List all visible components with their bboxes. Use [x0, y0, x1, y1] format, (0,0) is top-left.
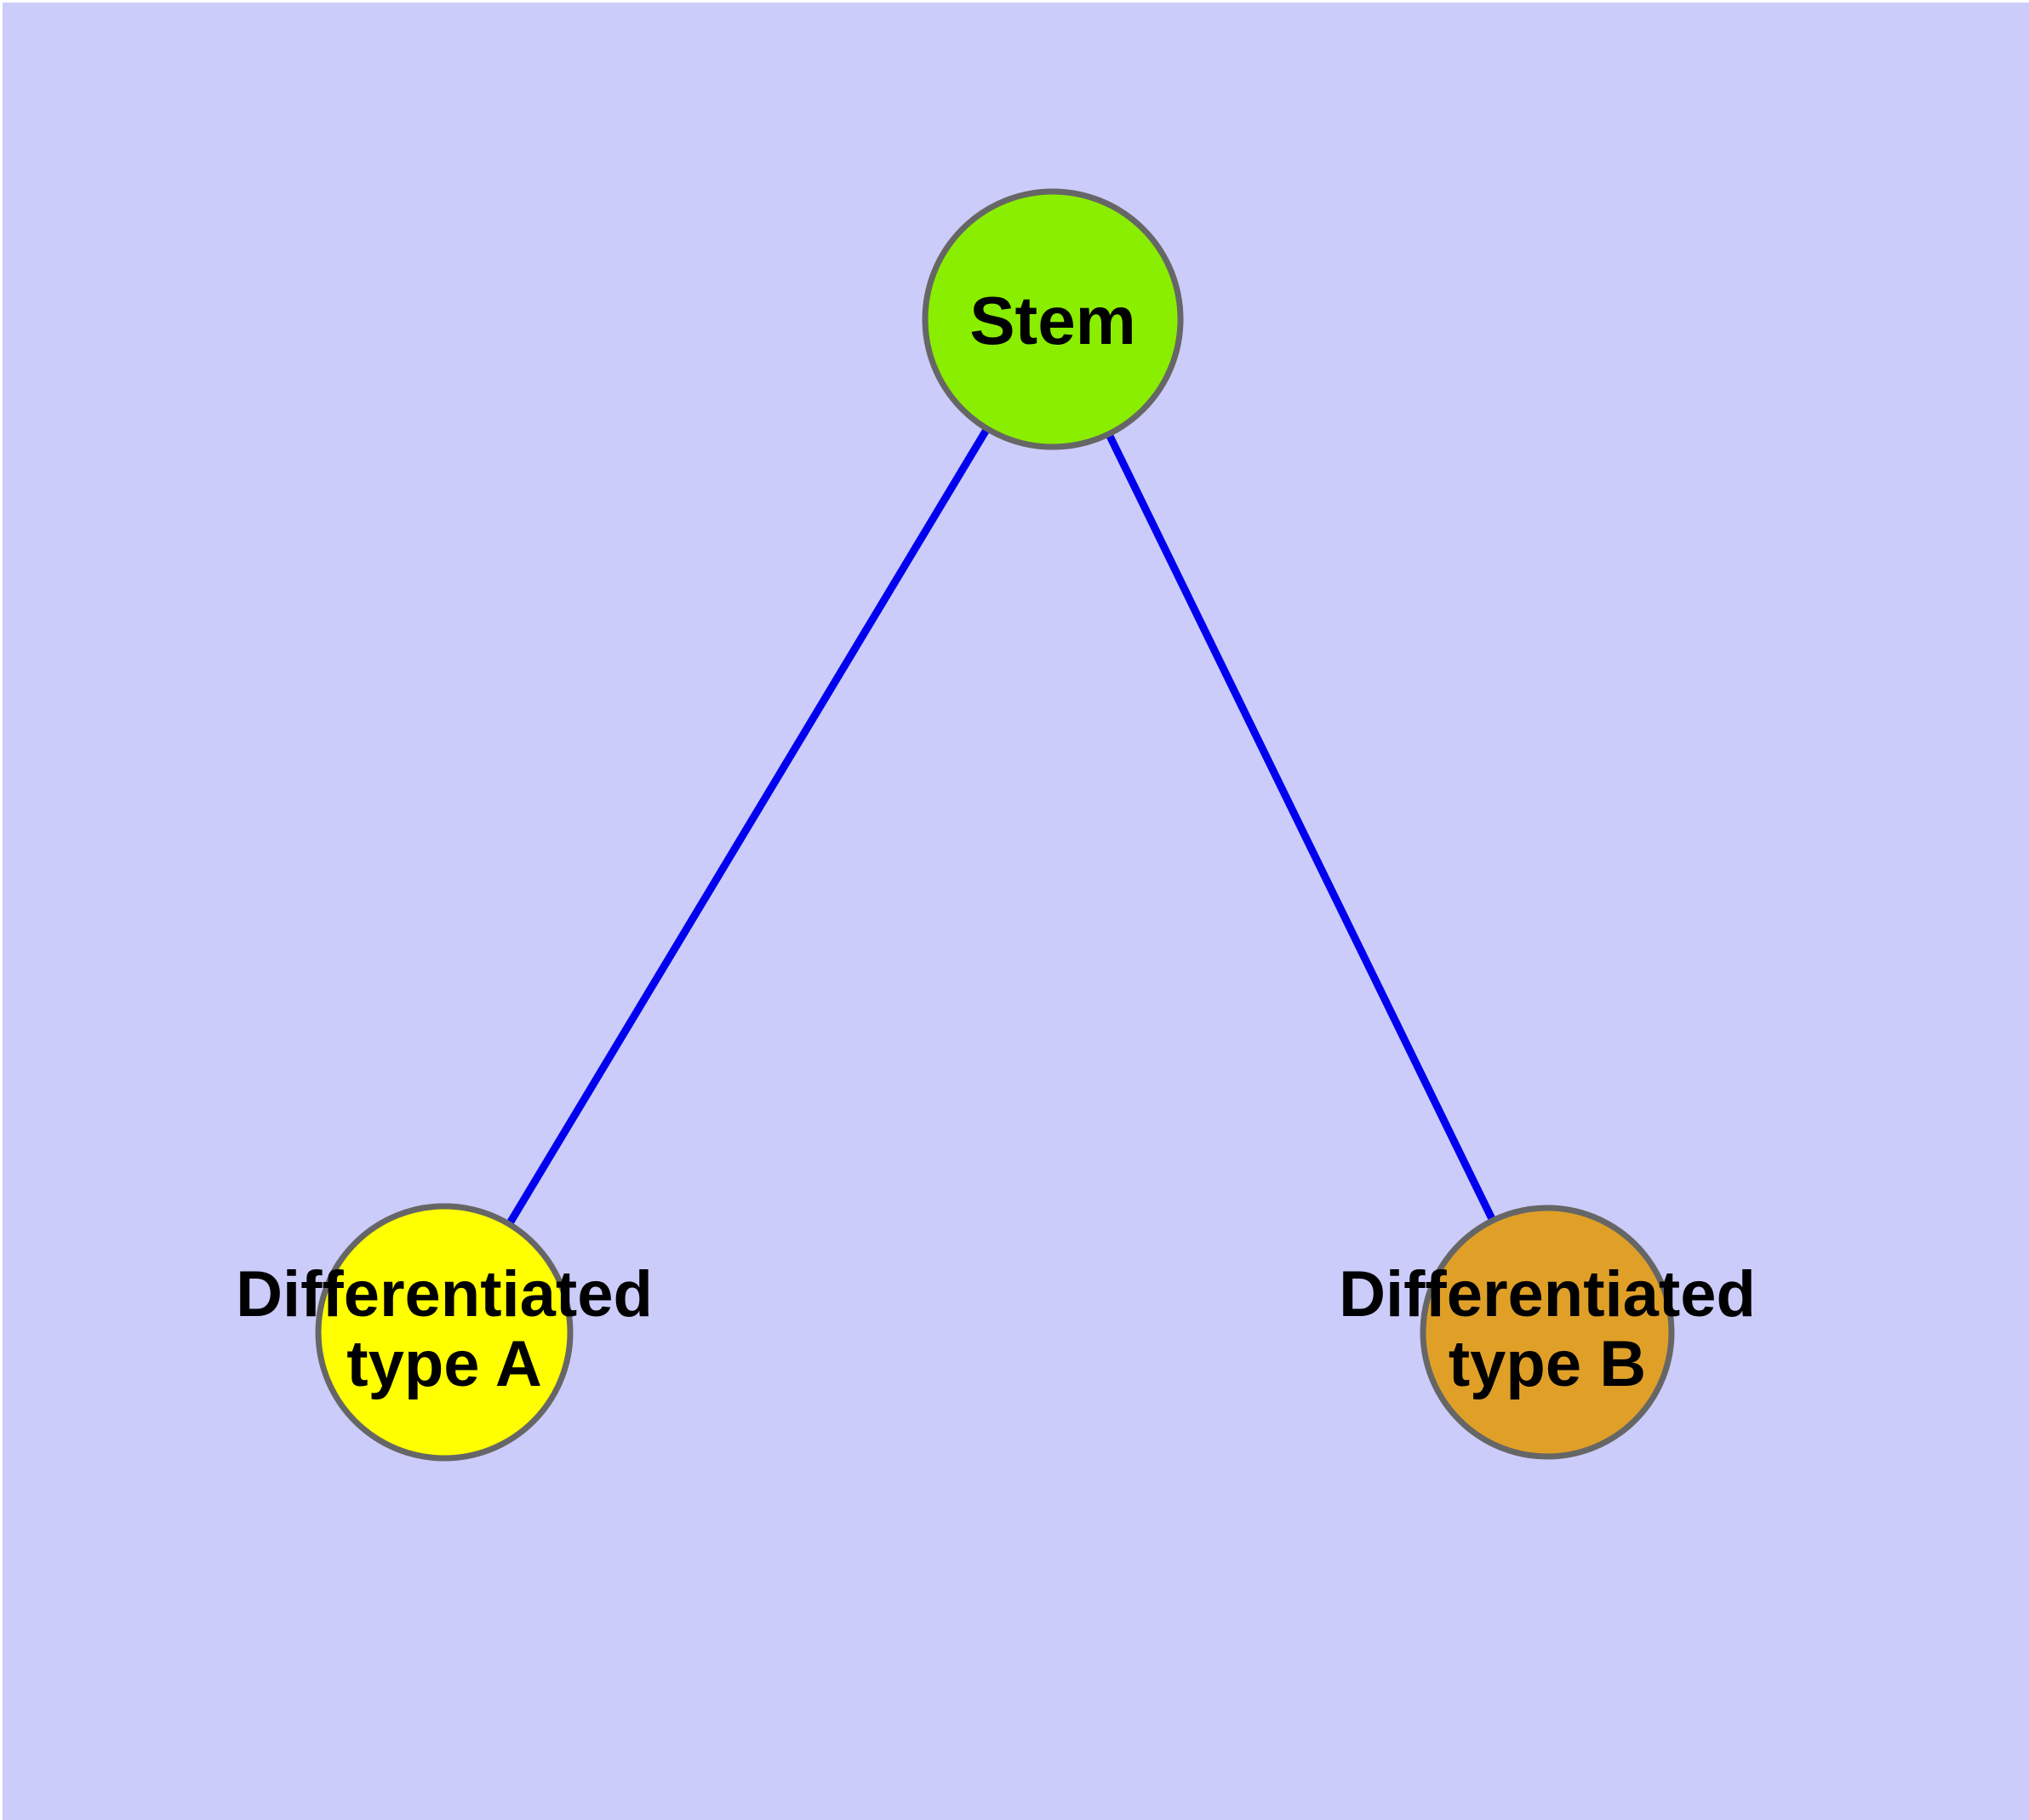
nodes-layer	[315, 188, 1675, 1462]
edges-layer	[504, 423, 1498, 1229]
graph-node-diff-b[interactable]	[1420, 1205, 1675, 1460]
graph-edge	[504, 423, 992, 1229]
graph-edge	[1104, 429, 1498, 1226]
graph-node-diff-a[interactable]	[315, 1203, 574, 1462]
graph-node-stem[interactable]	[922, 188, 1184, 450]
